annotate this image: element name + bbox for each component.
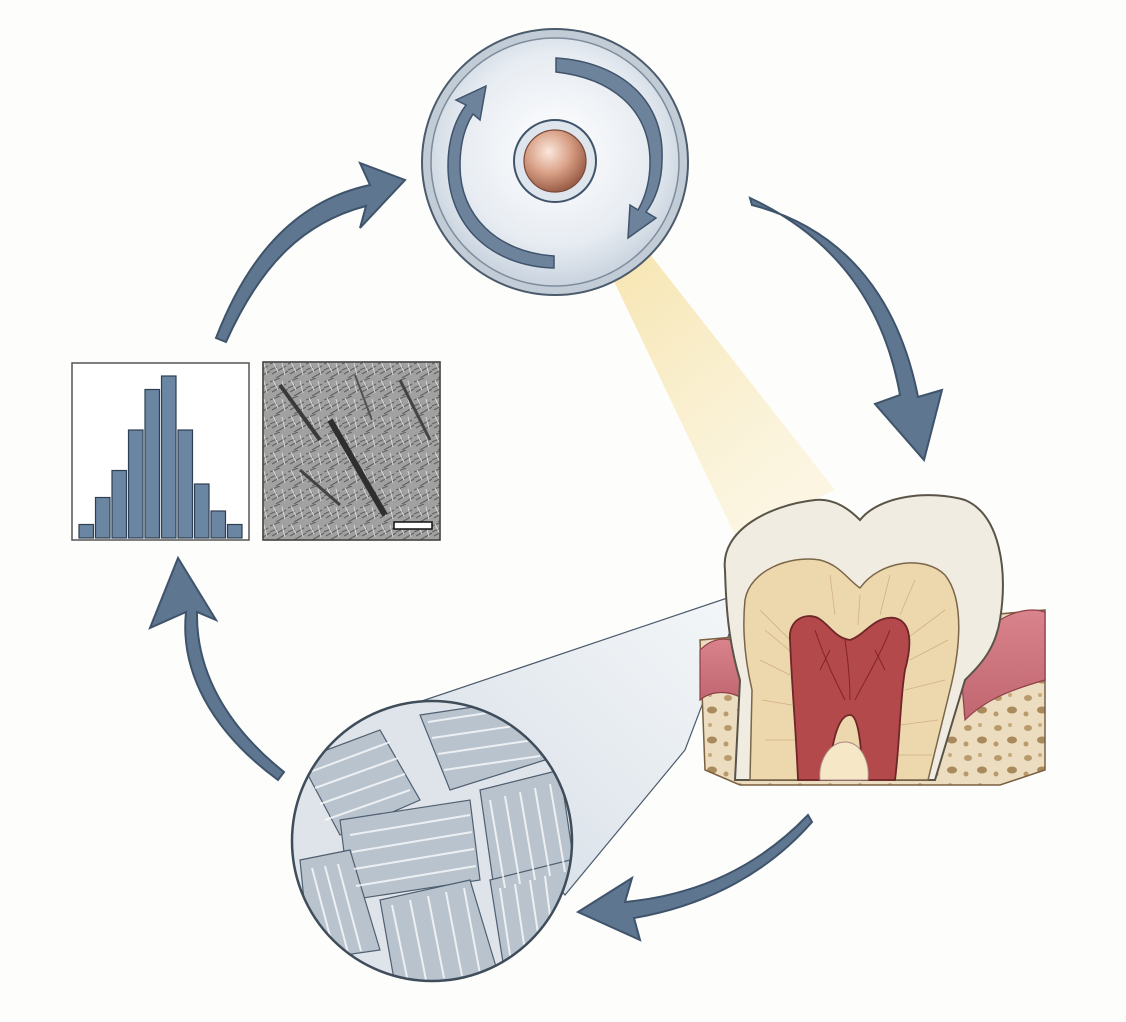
arrow-to-histogram — [148, 555, 286, 782]
histogram-panel — [71, 362, 250, 541]
cycle-arrows — [148, 161, 944, 942]
arrow-to-disc — [214, 161, 407, 344]
rotation-arrow-icon — [447, 57, 663, 269]
histogram-bar-2 — [94, 496, 111, 539]
histogram-bar-10 — [226, 523, 243, 539]
tem-micrograph-panel — [262, 361, 441, 541]
histogram-bar-8 — [193, 483, 210, 539]
histogram-bars — [78, 375, 243, 539]
enamel-micrograph-circle — [290, 699, 574, 983]
histogram-bar-9 — [210, 510, 227, 539]
histogram-bar-6 — [160, 375, 177, 539]
sample-sphere — [523, 129, 587, 193]
histogram-bar-3 — [111, 469, 128, 539]
arrow-to-micrograph — [575, 813, 814, 942]
rotating-sample-disc — [421, 28, 689, 296]
tooth-cross-section — [699, 494, 1046, 786]
scale-bar-icon — [393, 521, 433, 530]
histogram-bar-4 — [127, 429, 144, 539]
histogram-bar-1 — [78, 523, 95, 539]
arrow-to-tooth — [748, 196, 944, 463]
histogram-bar-7 — [177, 429, 194, 539]
histogram-bar-5 — [144, 388, 161, 539]
